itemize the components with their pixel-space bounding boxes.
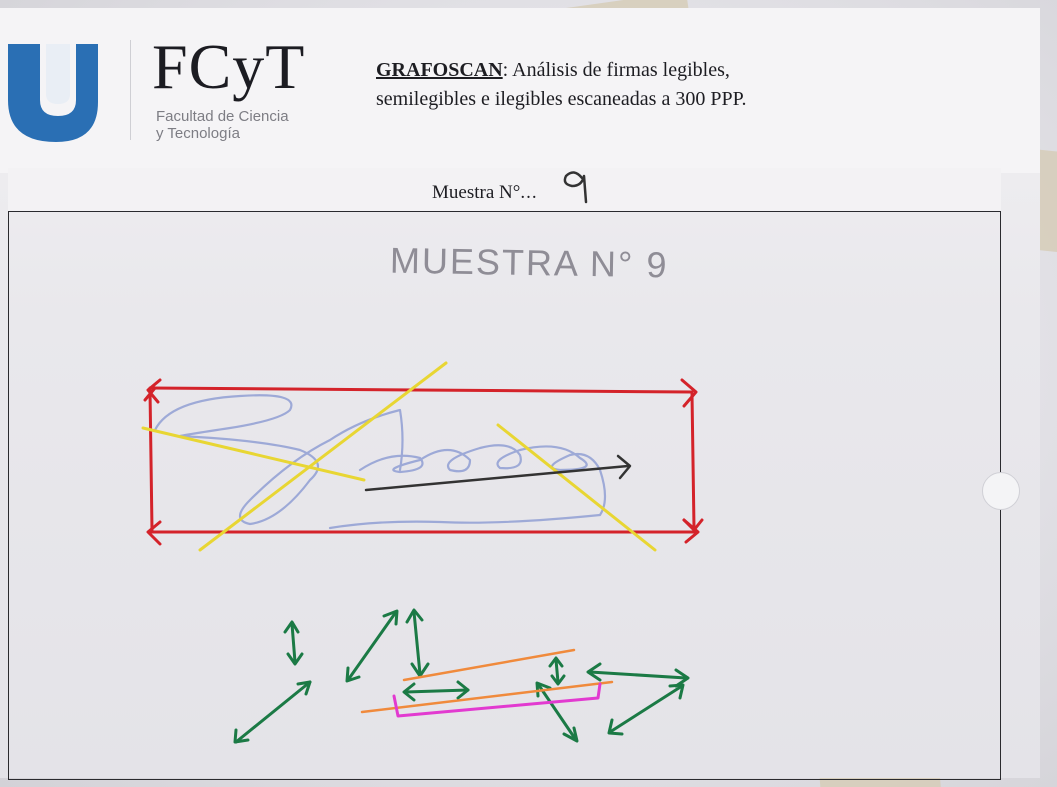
heading-title: GRAFOSCAN — [376, 59, 503, 81]
spacing-arrows — [233, 608, 690, 744]
baseline-lines — [360, 648, 614, 714]
heading-text-line1: : Análisis de firmas legibles, — [502, 59, 730, 81]
sample-label: Muestra N°... — [432, 182, 538, 204]
document-heading: GRAFOSCAN: Análisis de firmas legibles, … — [376, 56, 976, 114]
sample-label-text: Muestra N° — [432, 182, 521, 203]
logo-subtitle-line1: Facultad de Ciencia — [156, 108, 289, 125]
logo-title: FCyT — [152, 31, 306, 102]
heading-text-line2: semilegibles e ilegibles escaneadas a 30… — [376, 88, 747, 110]
punch-hole — [982, 472, 1020, 510]
handwritten-sample-number — [563, 171, 588, 204]
university-logo-icon — [8, 38, 103, 148]
logo-subtitle-line2: y Tecnología — [156, 125, 240, 142]
slant-lines — [141, 361, 657, 552]
direction-arrow — [364, 454, 632, 492]
signature — [153, 394, 607, 530]
base-bracket — [392, 682, 602, 718]
sample-bar — [8, 168, 1001, 212]
header-band — [0, 8, 1040, 173]
sample-dots: ... — [520, 182, 538, 203]
bounding-box — [143, 378, 704, 546]
logo-divider — [130, 40, 131, 140]
